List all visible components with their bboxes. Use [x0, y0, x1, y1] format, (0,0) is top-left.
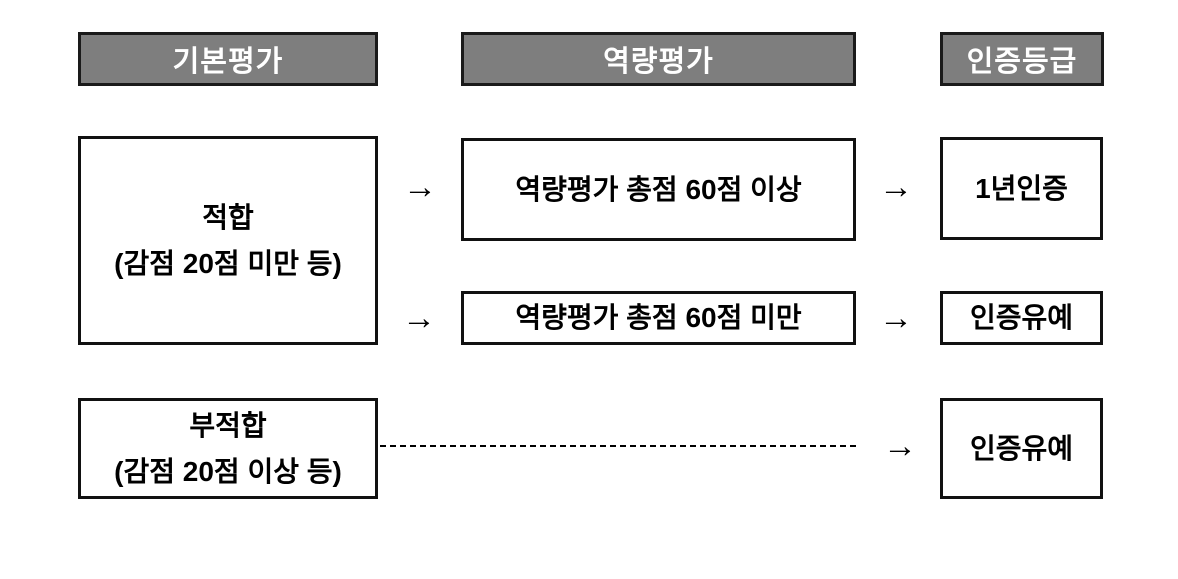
- arrow-pass-to-competency-above: →: [395, 162, 445, 212]
- header-certification-grade: 인증등급: [940, 32, 1104, 86]
- right-arrow-icon: →: [883, 427, 917, 465]
- node-competency-60-or-more-label: 역량평가 총점 60점 이상: [515, 173, 802, 205]
- node-certification-deferred-row3-label: 인증유예: [969, 432, 1074, 464]
- right-arrow-icon: →: [879, 168, 913, 206]
- node-basic-pass: 적합 (감점 20점 미만 등): [78, 136, 378, 345]
- node-certification-deferred-row2: 인증유예: [940, 291, 1103, 345]
- right-arrow-icon: →: [879, 299, 913, 337]
- header-basic-evaluation: 기본평가: [78, 32, 378, 86]
- arrow-competency-below-to-grade: →: [871, 293, 921, 343]
- arrow-competency-above-to-grade: →: [871, 162, 921, 212]
- node-competency-under-60-label: 역량평가 총점 60점 미만: [515, 302, 802, 333]
- node-basic-fail-subtitle: (감점 20점 이상 등): [114, 455, 342, 487]
- node-basic-fail-title: 부적합: [189, 409, 267, 441]
- header-certification-grade-label: 인증등급: [966, 46, 1078, 78]
- right-arrow-icon: →: [403, 168, 437, 206]
- dashed-connector-fail-to-deferred: [380, 445, 856, 447]
- header-competency-evaluation-label: 역량평가: [603, 46, 714, 78]
- node-competency-60-or-more: 역량평가 총점 60점 이상: [461, 138, 856, 241]
- arrow-fail-to-deferred: →: [875, 421, 925, 471]
- header-competency-evaluation: 역량평가: [461, 32, 856, 86]
- node-certification-deferred-row3: 인증유예: [940, 398, 1103, 499]
- node-basic-pass-title: 적합: [202, 201, 254, 233]
- node-competency-under-60: 역량평가 총점 60점 미만: [461, 291, 856, 345]
- right-arrow-icon: →: [402, 299, 436, 337]
- node-one-year-certification: 1년인증: [940, 137, 1103, 240]
- node-one-year-certification-label: 1년인증: [975, 172, 1068, 204]
- node-certification-deferred-row2-label: 인증유예: [969, 302, 1074, 333]
- arrow-pass-to-competency-below: →: [394, 293, 444, 343]
- node-basic-pass-subtitle: (감점 20점 미만 등): [114, 247, 342, 279]
- header-basic-evaluation-label: 기본평가: [172, 46, 284, 78]
- node-basic-fail: 부적합 (감점 20점 이상 등): [78, 398, 378, 499]
